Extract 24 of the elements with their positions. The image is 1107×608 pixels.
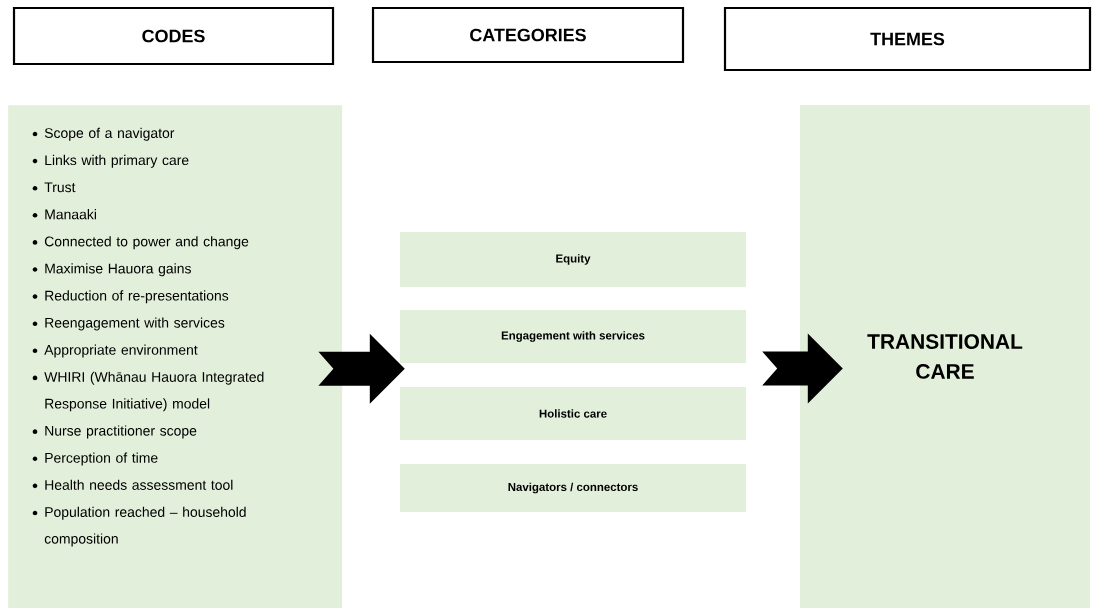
bullet-item: Population reached – household composition (32, 506, 246, 547)
category-box: Equity (400, 232, 746, 287)
bullet-item: Perception of time (32, 452, 158, 466)
bullet-item: Trust (32, 182, 76, 193)
bullet-item: Links with primary care (32, 154, 189, 168)
bullet-item: Manaaki (32, 209, 96, 220)
bullet-item: Reduction of re-presentations (32, 290, 229, 304)
bullet-item: Health needs assessment tool (32, 479, 233, 490)
bullet-item: Appropriate environment (32, 344, 198, 358)
column-header-box: CATEGORIES (371, 6, 685, 64)
bullet-item: WHIRI (Whānau Hauora Integrated Response Initiative) model (32, 371, 264, 412)
bullet-item: Reengagement with services (32, 317, 225, 331)
chevron-arrow (318, 333, 405, 404)
category-box: Holistic care (400, 387, 746, 440)
category-box: Navigators / connectors (400, 464, 746, 512)
bullet-item: Connected to power and change (32, 236, 249, 250)
bullet-item: Scope of a navigator (32, 127, 175, 141)
column-header-box: CODES (12, 6, 335, 66)
column-header-box: THEMES (723, 6, 1092, 72)
bullet-item: Maximise Hauora gains (32, 263, 191, 277)
bullet-item: Nurse practitioner scope (32, 425, 197, 439)
chevron-arrow (762, 333, 843, 404)
theme-panel: TRANSITIONAL CARE (800, 105, 1090, 608)
category-box: Engagement with services (400, 310, 746, 363)
